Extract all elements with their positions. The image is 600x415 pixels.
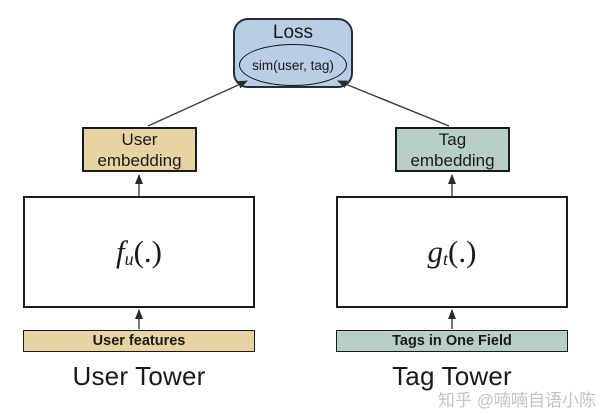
loss-node: Loss sim(user, tag): [233, 18, 353, 88]
user-features-input-node: User features: [23, 330, 255, 352]
tag-function-label: gt(.): [428, 234, 477, 270]
user-embedding-node: User embedding: [82, 127, 197, 172]
arrow-tagembedding-to-sim: [337, 80, 450, 127]
similarity-label: sim(user, tag): [252, 57, 334, 73]
tags-input-node: Tags in One Field: [336, 330, 568, 352]
user-function-args: (.): [133, 234, 162, 269]
user-function-label: fu(.): [116, 234, 162, 270]
user-function-subscript: u: [124, 249, 134, 270]
similarity-ellipse: sim(user, tag): [239, 44, 347, 86]
watermark: 知乎 @喃喃自语小陈: [438, 391, 596, 410]
user-tower-function-box: fu(.): [23, 196, 255, 308]
tag-tower-caption: Tag Tower: [392, 361, 512, 391]
tag-embedding-node: Tag embedding: [395, 127, 510, 172]
tag-function-args: (.): [448, 234, 477, 269]
tag-function-base: g: [427, 234, 444, 269]
user-function-base: f: [115, 234, 125, 269]
arrow-userembedding-to-sim: [147, 80, 248, 127]
tag-function-subscript: t: [443, 249, 449, 270]
user-tower-caption: User Tower: [72, 361, 206, 391]
tag-tower-function-box: gt(.): [336, 196, 568, 308]
loss-title: Loss: [272, 22, 314, 43]
